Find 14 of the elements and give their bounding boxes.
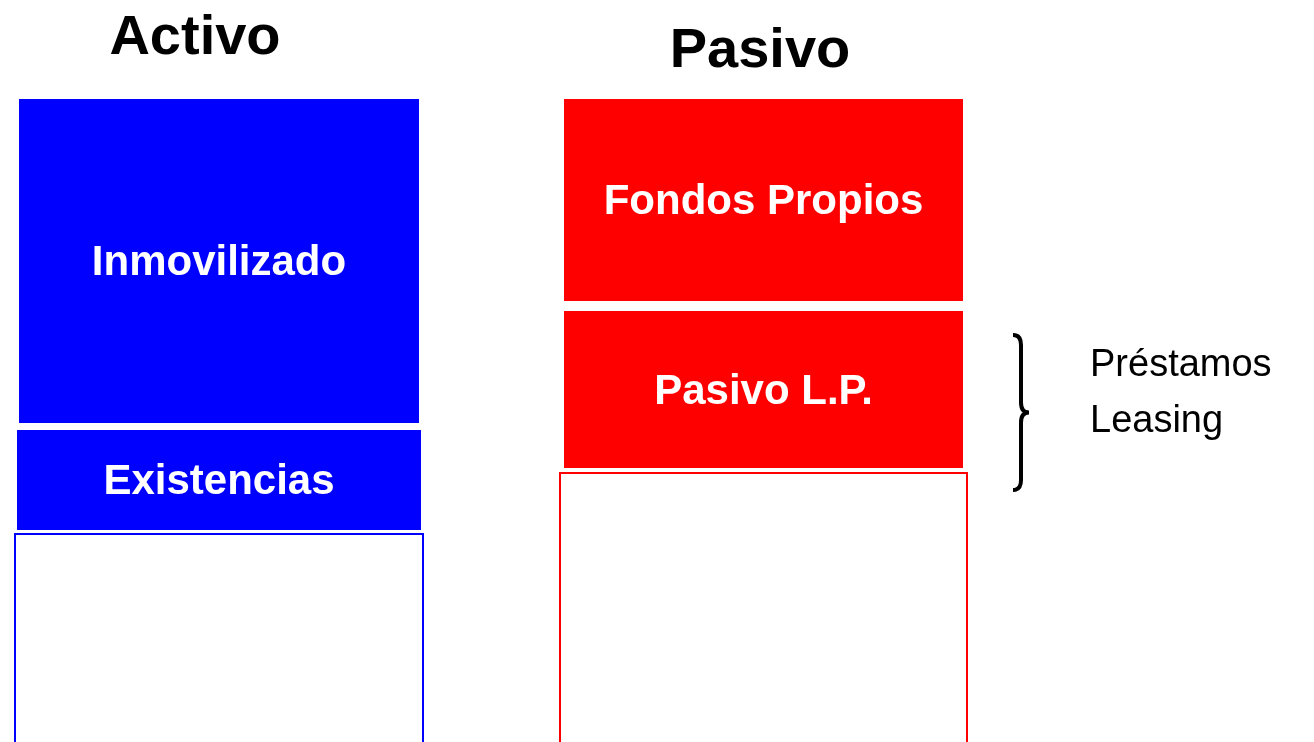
column-heading: Pasivo: [669, 15, 851, 80]
block-label: Fondos Propios: [603, 176, 924, 224]
balance-block: [564, 99, 963, 301]
empty-box: [559, 472, 968, 742]
balance-block: [17, 430, 421, 530]
column-heading: Activo: [109, 2, 281, 67]
empty-box: [14, 533, 424, 742]
balance-block: [564, 311, 963, 468]
block-label: Pasivo L.P.: [654, 365, 873, 414]
balance-block: [19, 99, 419, 423]
side-note: Préstamos: [1090, 342, 1272, 385]
block-label: Inmovilizado: [91, 237, 347, 285]
block-label: Existencias: [103, 456, 335, 504]
side-note: Leasing: [1090, 398, 1224, 441]
